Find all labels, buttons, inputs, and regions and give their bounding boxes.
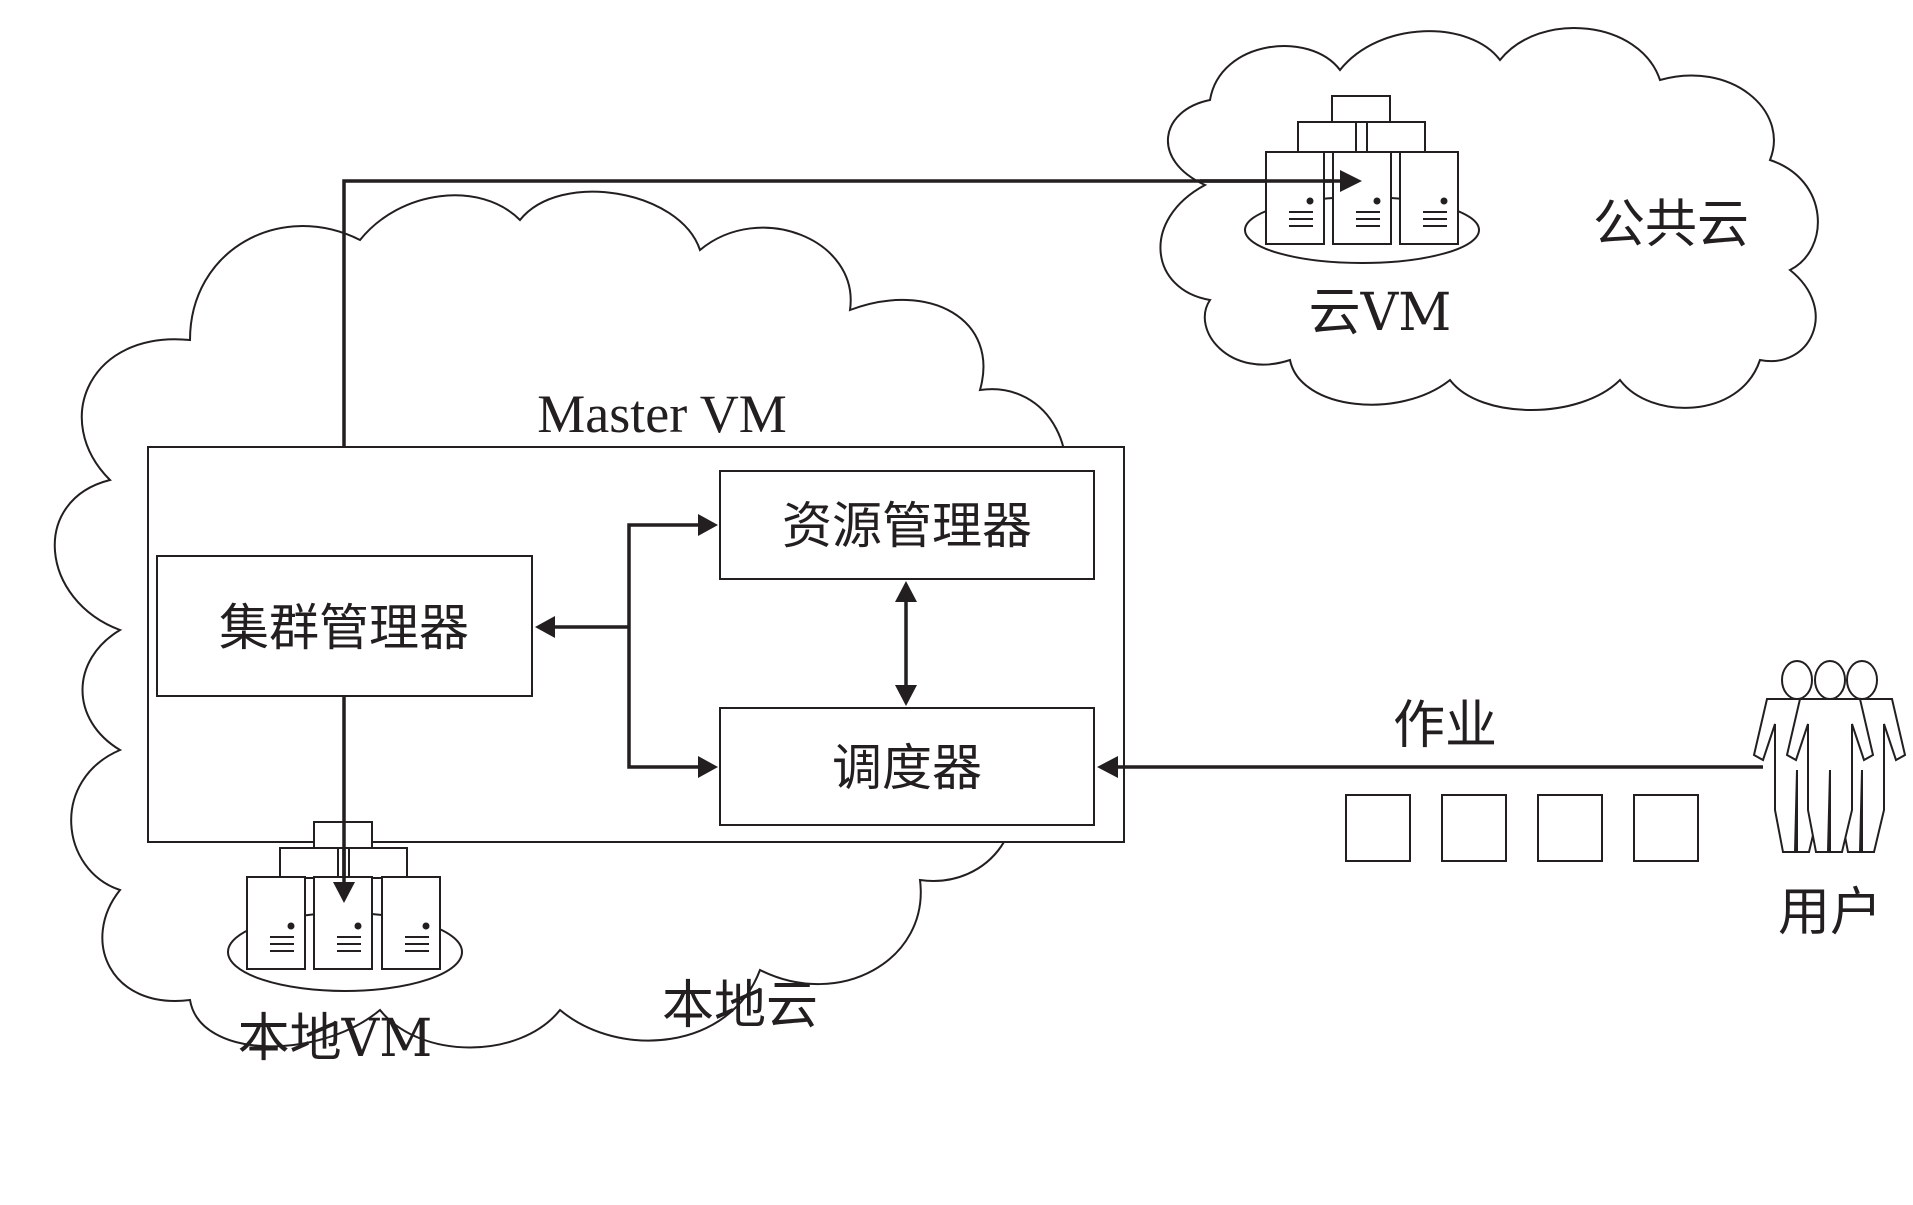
- job-item: [1633, 794, 1699, 862]
- scheduler-down-arrowhead: [895, 685, 917, 706]
- public-cloud-label: 公共云: [1593, 195, 1749, 255]
- local-vm-label: 本地VM: [238, 1009, 433, 1069]
- connector-branch: [627, 523, 702, 769]
- cluster-manager-label: 集群管理器: [219, 599, 469, 657]
- cluster-manager-box: [156, 555, 533, 697]
- cluster-arrowhead: [535, 616, 555, 638]
- resource-arrowhead: [698, 514, 718, 536]
- server-icon: [246, 876, 306, 970]
- jobs-label: 作业: [1393, 696, 1497, 756]
- cluster-to-cloudvm-line: [342, 179, 1340, 556]
- scheduler-label: 调度器: [832, 739, 982, 797]
- scheduler-box: [719, 707, 1095, 826]
- jobs-arrowhead: [1097, 756, 1118, 778]
- resource-up-arrowhead: [895, 581, 917, 602]
- server-icon: [1399, 151, 1459, 245]
- local-cloud-label: 本地云: [662, 976, 818, 1036]
- job-item: [1537, 794, 1603, 862]
- resource-manager-box: [719, 470, 1095, 580]
- job-item: [1345, 794, 1411, 862]
- cloud-vm-group: 云VM: [1200, 95, 1480, 343]
- master-vm-title: Master VM: [537, 384, 787, 444]
- users-label: 用户: [1778, 883, 1882, 943]
- job-item: [1441, 794, 1507, 862]
- server-icon: [381, 876, 441, 970]
- job-queue: [1345, 794, 1699, 862]
- users-group: 用户: [1753, 660, 1906, 943]
- cloud-vm-label: 云VM: [1309, 283, 1452, 343]
- resource-manager-label: 资源管理器: [782, 497, 1032, 555]
- scheduler-arrowhead: [698, 756, 718, 778]
- server-icon: [1265, 151, 1325, 245]
- local-vm-group: 本地VM: [227, 821, 463, 1069]
- public-cloud: 公共云: [1159, 26, 1819, 411]
- master-vm: Master VM 集群管理器 资源管理器 调度器: [147, 384, 1125, 843]
- server-icon: [1332, 151, 1392, 245]
